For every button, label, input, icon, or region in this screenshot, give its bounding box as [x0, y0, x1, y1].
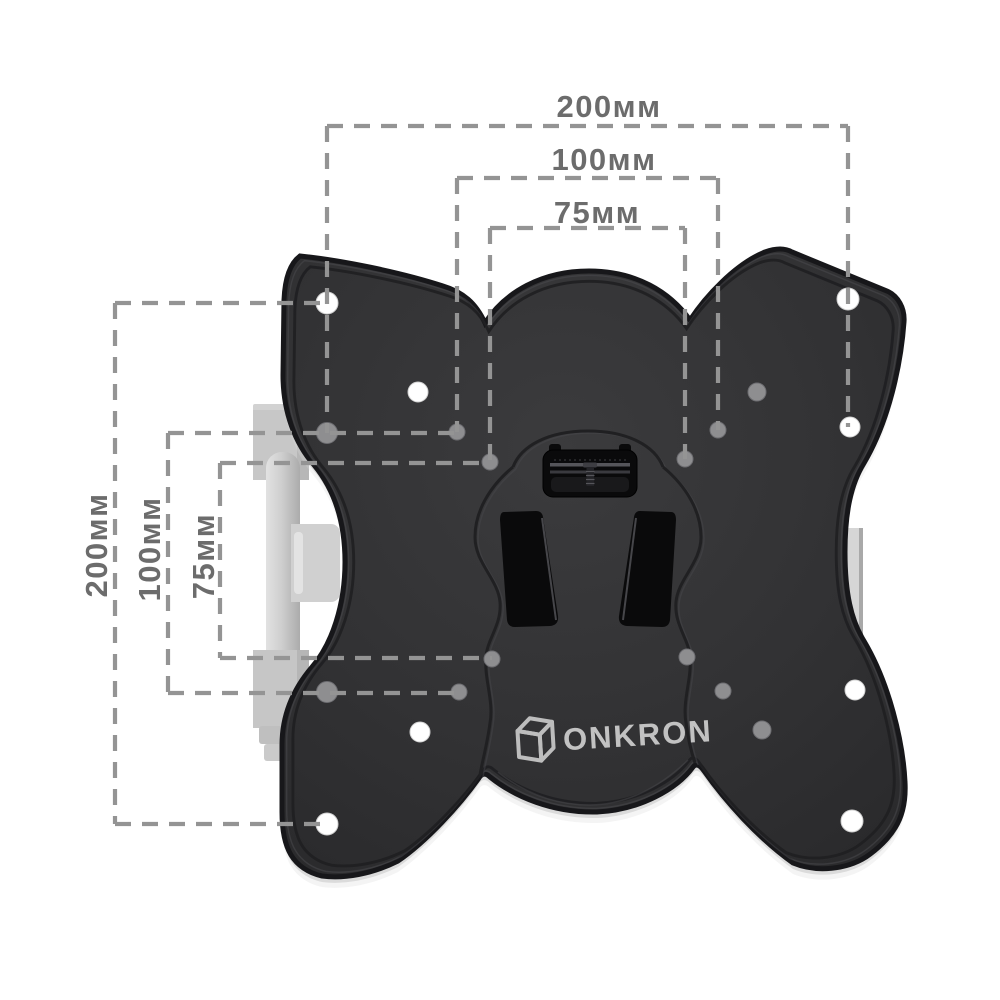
slot-left-ridge [541, 517, 557, 621]
center-boss [473, 429, 705, 806]
boss-arch [511, 429, 665, 468]
dim-h-100 [454, 175, 721, 432]
clamp-screw-threads [586, 470, 595, 485]
dim-h-75 [487, 225, 688, 462]
center-clamp [542, 444, 638, 498]
mount-plate [282, 249, 905, 877]
slot-left [500, 511, 559, 627]
arm-right-strip-edge [859, 528, 863, 700]
clamp-screw-shank [586, 467, 594, 486]
dim-label-left-75: 75мм [186, 513, 221, 599]
dim-label-top-75: 75мм [554, 195, 640, 230]
dim-v-200 [112, 300, 327, 827]
lobe-hole-bottom-left [409, 721, 431, 743]
boss-groove-right [662, 465, 703, 764]
vesa-hole-right-lower [844, 679, 866, 701]
lobe-hole-bottom-right [752, 720, 772, 740]
dim-v-75 [217, 460, 492, 661]
arm-middle-tab [291, 524, 340, 602]
arm-middle-tab-highlight [294, 532, 303, 594]
clamp-screw-head [583, 462, 597, 468]
mount-slots [500, 511, 676, 627]
dim-label-left-100: 100мм [132, 496, 167, 601]
vesa-hole-100-inner-br [714, 682, 732, 700]
dim-label-top-100: 100мм [551, 142, 656, 177]
dim-label-left-200: 200мм [79, 492, 114, 597]
disc-ridge [497, 759, 689, 806]
arm-cylinder [266, 452, 300, 674]
boss-groove-left [473, 465, 514, 776]
vesa-hole-75-br [678, 648, 696, 666]
slot-right-ridge [622, 517, 637, 621]
cube-3d-icon [515, 716, 556, 763]
lobe-hole-top-right [747, 382, 767, 402]
dimension-lines [112, 123, 851, 827]
vesa-hole-200-br [840, 809, 864, 833]
dim-h-200 [324, 123, 851, 433]
lobe-hole-top-left [407, 381, 429, 403]
dim-v-100 [165, 430, 459, 696]
vesa-holes [315, 287, 866, 836]
dim-label-top-200: 200мм [556, 89, 661, 124]
